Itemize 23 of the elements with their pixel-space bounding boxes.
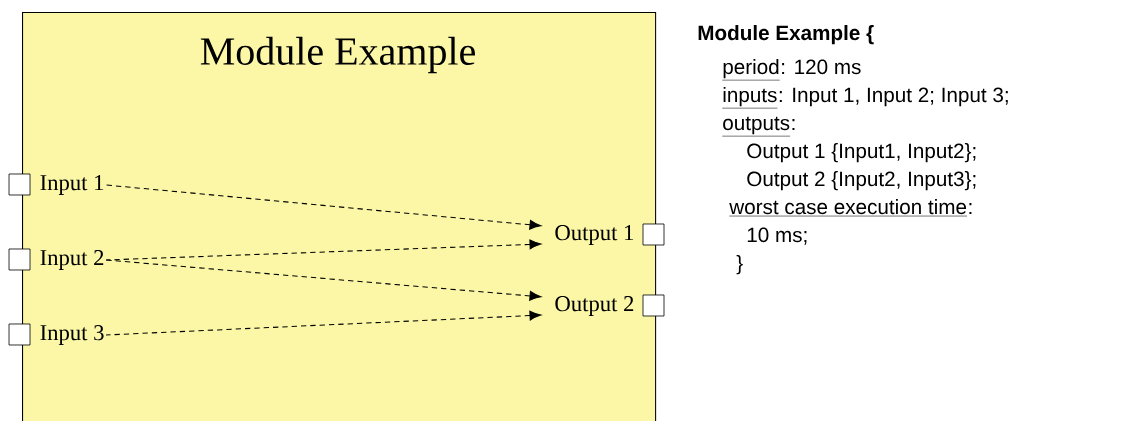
- code-text: }: [736, 255, 743, 275]
- code-text: Output 1 {Input1, Input2};: [747, 143, 976, 163]
- module-title: Module Example: [200, 36, 475, 74]
- arrow: [105, 239, 542, 261]
- port-label: Input 3: [40, 325, 104, 345]
- code-text: Output 2 {Input2, Input3};: [747, 171, 976, 191]
- port-label: Output 1: [555, 225, 634, 245]
- code-text: period: [722, 59, 780, 81]
- code-text: 10 ms;: [747, 227, 807, 245]
- code-text: :: [792, 119, 795, 130]
- port-label: Input 1: [40, 175, 104, 195]
- port-label: Input 2: [40, 250, 104, 270]
- code-text: inputs: [722, 87, 778, 109]
- arrow: [105, 310, 542, 336]
- code-text: : 120 ms: [782, 59, 861, 75]
- code-text: outputs: [722, 116, 791, 137]
- code-text: worst case execution time: [729, 199, 968, 217]
- code-text: :: [969, 203, 972, 214]
- module-box: [22, 12, 657, 421]
- code-text: : Input 1, Input 2; Input 3;: [779, 87, 1008, 107]
- port-label: Output 2: [555, 296, 634, 316]
- code-text: Module Example {: [698, 25, 874, 45]
- arrow: [105, 184, 542, 230]
